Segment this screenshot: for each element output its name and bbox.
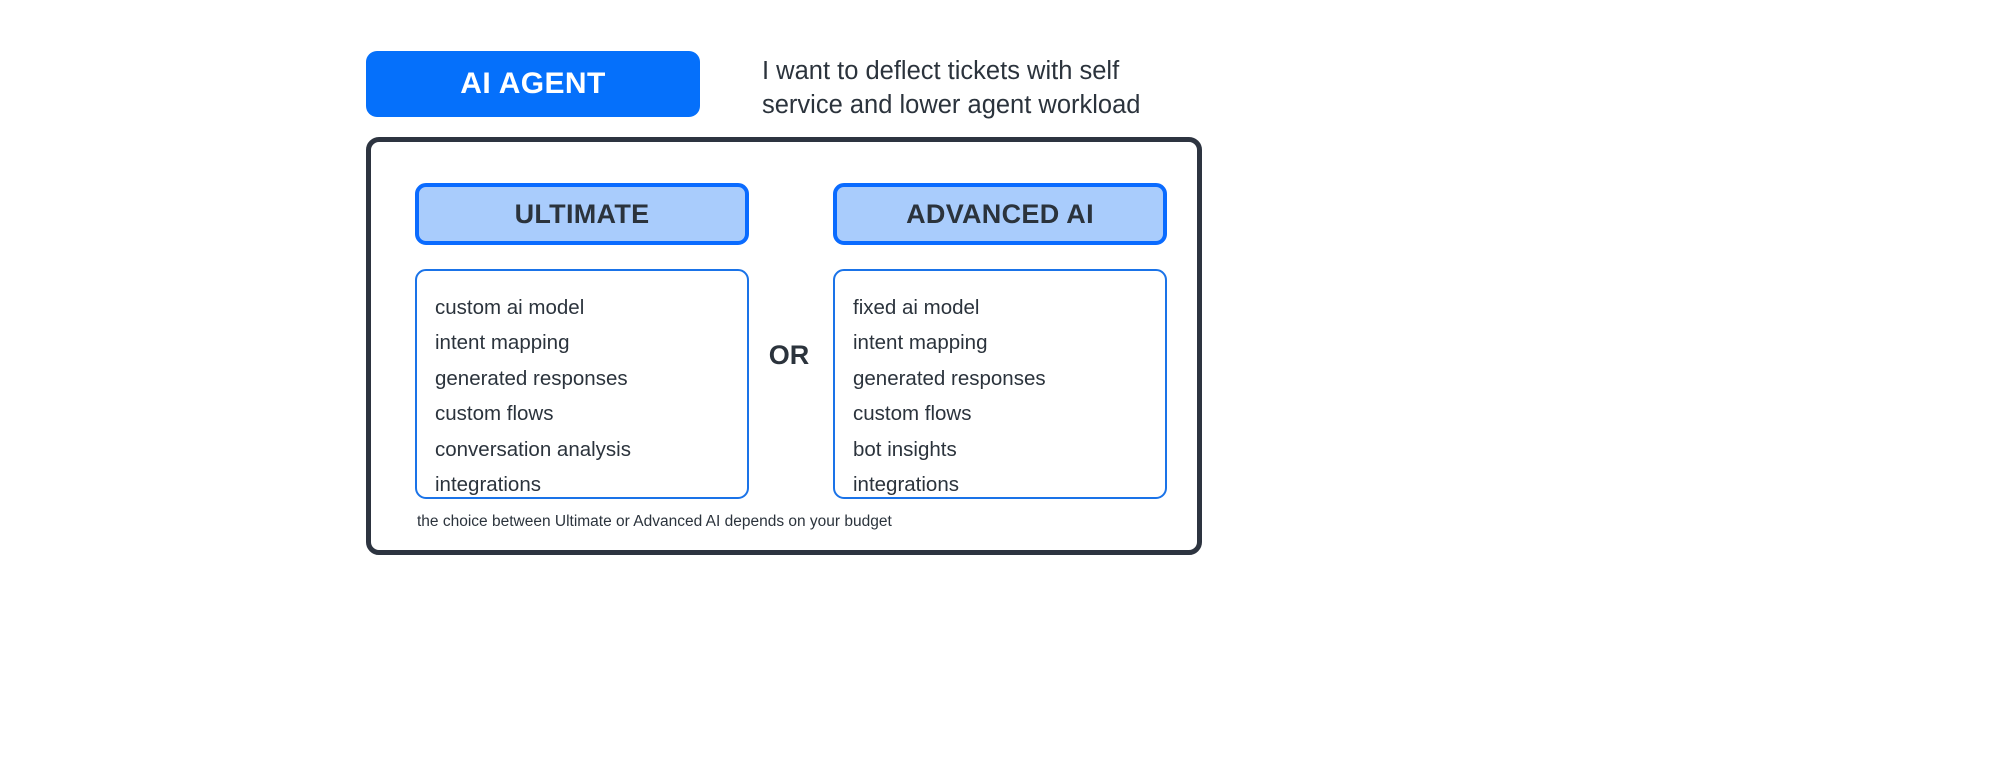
- feature-item: intent mapping: [853, 331, 988, 355]
- tier-column-ultimate: ULTIMATE custom ai model intent mapping …: [415, 183, 749, 499]
- feature-item: generated responses: [435, 366, 628, 390]
- tier-pill-ultimate[interactable]: ULTIMATE: [415, 183, 749, 245]
- tier-column-advanced-ai: ADVANCED AI fixed ai model intent mappin…: [833, 183, 1167, 499]
- feature-item: conversation analysis: [435, 437, 631, 461]
- tier-columns: ULTIMATE custom ai model intent mapping …: [415, 183, 1167, 499]
- comparison-footnote: the choice between Ultimate or Advanced …: [417, 513, 892, 530]
- feature-item: integrations: [435, 473, 541, 497]
- ai-agent-label: AI AGENT: [460, 67, 606, 100]
- feature-box-ultimate: custom ai model intent mapping generated…: [415, 269, 749, 499]
- feature-item: custom ai model: [435, 296, 585, 319]
- feature-item: fixed ai model: [853, 296, 980, 319]
- tier-pill-advanced-ai[interactable]: ADVANCED AI: [833, 183, 1167, 245]
- comparison-container: ULTIMATE custom ai model intent mapping …: [366, 137, 1202, 555]
- header-description: I want to deflect tickets with self serv…: [762, 57, 1141, 119]
- ai-agent-pill[interactable]: AI AGENT: [366, 51, 700, 117]
- tier-title-ultimate: ULTIMATE: [514, 198, 650, 229]
- feature-box-advanced-ai: fixed ai model intent mapping generated …: [833, 269, 1167, 499]
- feature-item: intent mapping: [435, 331, 570, 355]
- feature-item: custom flows: [435, 402, 554, 426]
- tier-title-advanced-ai: ADVANCED AI: [906, 198, 1094, 229]
- header-row: AI AGENT I want to deflect tickets with …: [366, 51, 1162, 122]
- feature-item: custom flows: [853, 402, 972, 426]
- feature-item: generated responses: [853, 366, 1046, 390]
- feature-item: integrations: [853, 473, 959, 497]
- feature-item: bot insights: [853, 437, 957, 461]
